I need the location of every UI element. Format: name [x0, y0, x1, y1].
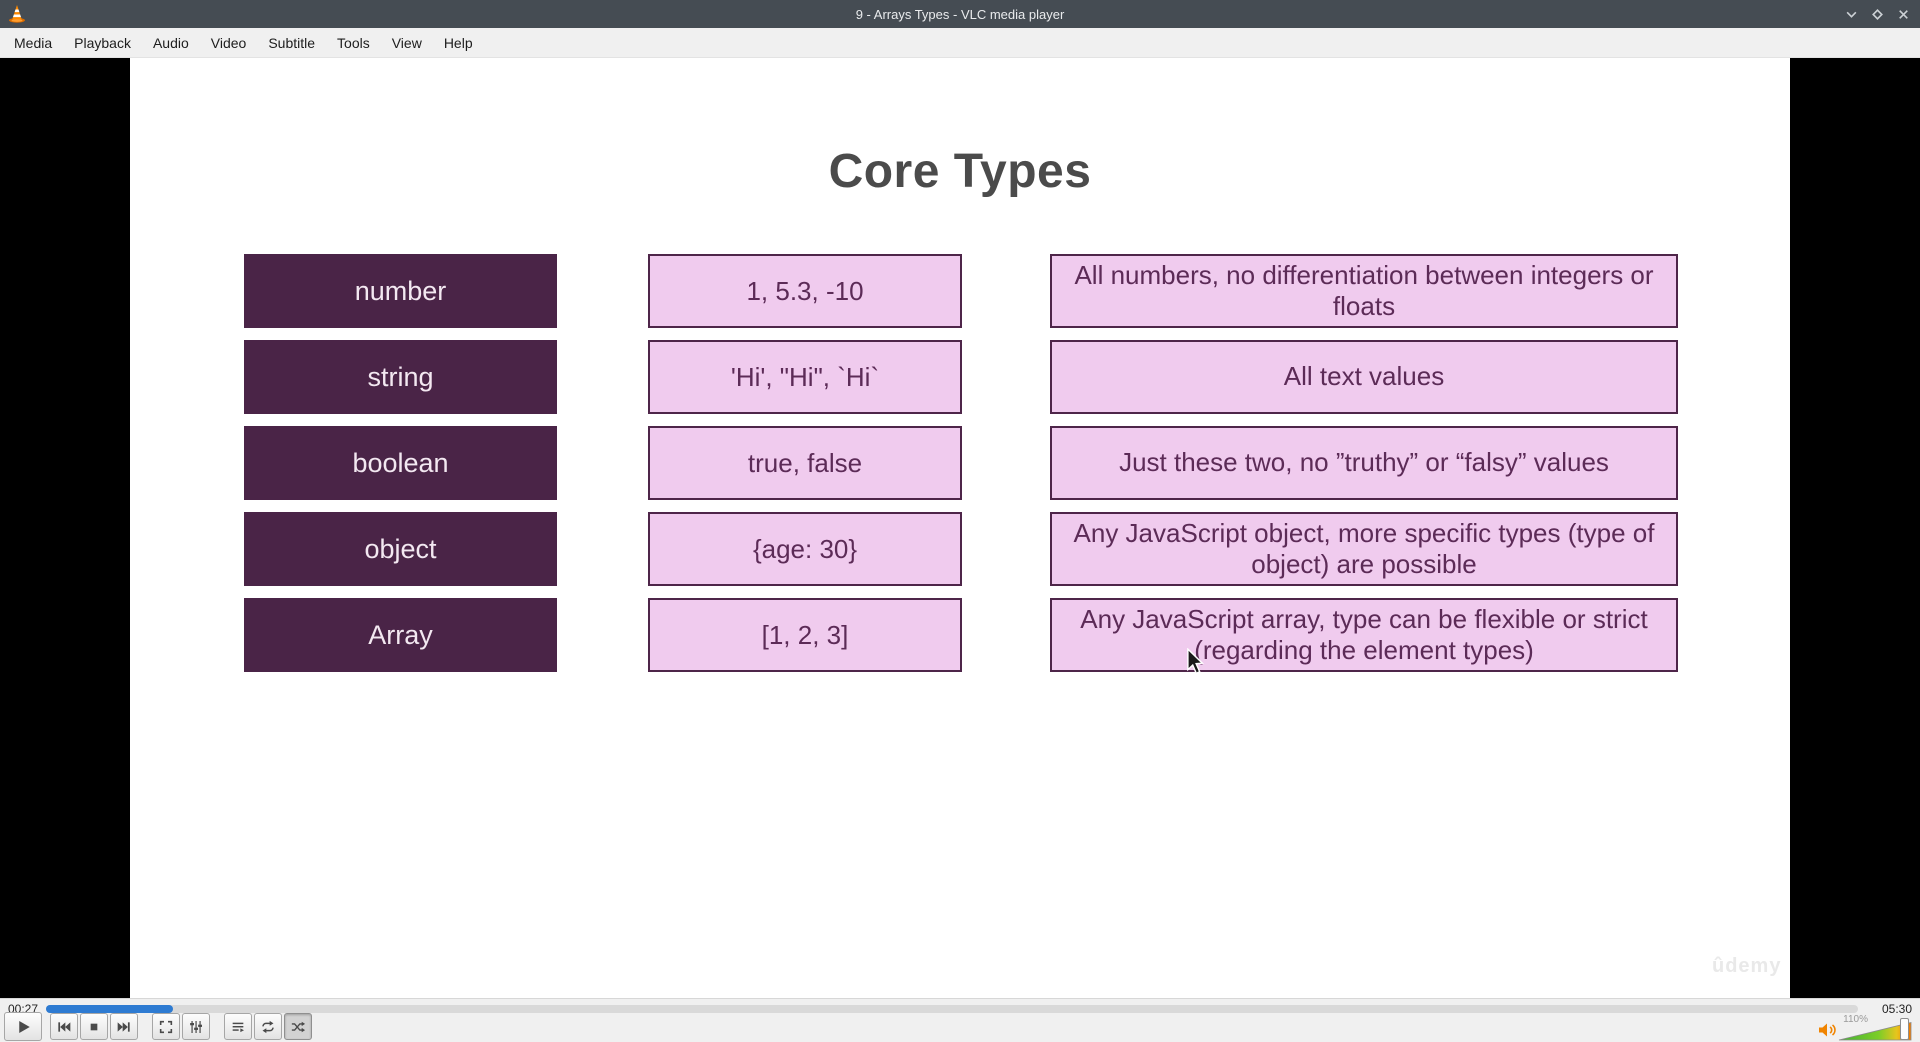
table-row: boolean true, false Just these two, no ”…	[130, 426, 1790, 500]
window-controls	[1844, 0, 1910, 28]
volume-percent-label: 110%	[1843, 1014, 1868, 1025]
example-box: true, false	[648, 426, 962, 500]
table-row: number 1, 5.3, -10 All numbers, no diffe…	[130, 254, 1790, 328]
menu-bar: Media Playback Audio Video Subtitle Tool…	[0, 28, 1920, 58]
close-icon[interactable]	[1896, 7, 1910, 21]
type-box: object	[244, 512, 557, 586]
table-row: Array [1, 2, 3] Any JavaScript array, ty…	[130, 598, 1790, 672]
udemy-watermark: ûdemy	[1712, 955, 1782, 977]
table-row: string 'Hi', "Hi", `Hi` All text values	[130, 340, 1790, 414]
maximize-icon[interactable]	[1870, 7, 1884, 21]
volume-cluster: 110%	[1800, 999, 1920, 1042]
stop-button[interactable]	[80, 1013, 108, 1040]
example-box: 'Hi', "Hi", `Hi`	[648, 340, 962, 414]
example-box: 1, 5.3, -10	[648, 254, 962, 328]
total-time: 05:30	[1881, 1002, 1912, 1016]
vlc-cone-icon	[8, 4, 26, 24]
volume-slider-handle[interactable]	[1900, 1018, 1909, 1040]
next-icon	[116, 1019, 132, 1035]
volume-icon[interactable]	[1818, 1022, 1838, 1038]
transport-controls	[4, 1012, 312, 1041]
description-box: Any JavaScript object, more specific typ…	[1050, 512, 1678, 586]
type-box: number	[244, 254, 557, 328]
type-box: string	[244, 340, 557, 414]
seek-progress-fill	[46, 1005, 173, 1013]
example-box: [1, 2, 3]	[648, 598, 962, 672]
playlist-icon	[230, 1019, 246, 1035]
description-box: All text values	[1050, 340, 1678, 414]
menu-video[interactable]: Video	[210, 34, 247, 51]
menu-help[interactable]: Help	[443, 34, 473, 51]
title-bar: 9 - Arrays Types - VLC media player	[0, 0, 1920, 28]
window-title: 9 - Arrays Types - VLC media player	[855, 6, 1065, 22]
slide-title: Core Types	[828, 145, 1092, 198]
example-box: {age: 30}	[648, 512, 962, 586]
type-box: Array	[244, 598, 557, 672]
menu-audio[interactable]: Audio	[152, 34, 189, 51]
previous-icon	[56, 1019, 72, 1035]
fullscreen-button[interactable]	[152, 1013, 180, 1040]
stop-icon	[86, 1019, 102, 1035]
playlist-button[interactable]	[224, 1013, 252, 1040]
extended-settings-icon	[188, 1019, 204, 1035]
menu-tools[interactable]: Tools	[337, 34, 370, 51]
extended-settings-button[interactable]	[182, 1013, 210, 1040]
previous-button[interactable]	[50, 1013, 78, 1040]
playback-group	[50, 1013, 138, 1040]
next-button[interactable]	[110, 1013, 138, 1040]
seek-bar[interactable]	[46, 1005, 1858, 1013]
fullscreen-icon	[158, 1019, 174, 1035]
menu-view[interactable]: View	[391, 34, 422, 51]
play-button[interactable]	[4, 1012, 42, 1041]
control-bar: 00:27 05:30	[0, 998, 1920, 1042]
shuffle-button[interactable]	[284, 1013, 312, 1040]
menu-playback[interactable]: Playback	[74, 34, 131, 51]
playlist-group	[224, 1013, 312, 1040]
description-box: Just these two, no ”truthy” or “falsy” v…	[1050, 426, 1678, 500]
type-box: boolean	[244, 426, 557, 500]
play-icon	[14, 1018, 32, 1036]
description-box: Any JavaScript array, type can be flexib…	[1050, 598, 1678, 672]
loop-icon	[260, 1019, 276, 1035]
shuffle-icon	[290, 1019, 306, 1035]
mouse-cursor	[1186, 648, 1204, 675]
slide-canvas: Core Types number 1, 5.3, -10 All number…	[130, 58, 1790, 998]
view-group	[152, 1013, 210, 1040]
loop-button[interactable]	[254, 1013, 282, 1040]
table-row: object {age: 30} Any JavaScript object, …	[130, 512, 1790, 586]
menu-media[interactable]: Media	[14, 34, 53, 51]
description-box: All numbers, no differentiation between …	[1050, 254, 1678, 328]
minimize-icon[interactable]	[1844, 7, 1858, 21]
menu-subtitle[interactable]: Subtitle	[268, 34, 316, 51]
video-area: Core Types number 1, 5.3, -10 All number…	[0, 58, 1920, 998]
volume-slider[interactable]	[1838, 1021, 1912, 1041]
